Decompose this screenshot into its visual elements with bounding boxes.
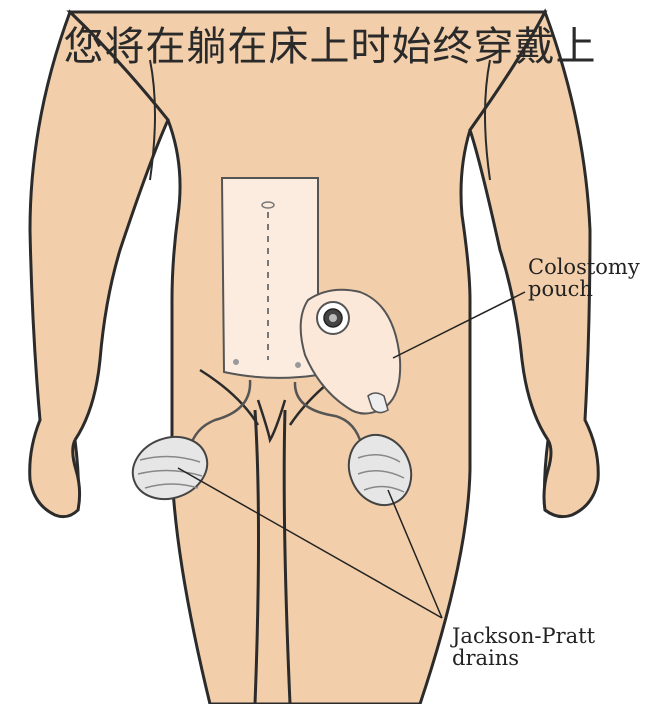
- colostomy-pouch-label: Colostomy pouch: [528, 256, 640, 300]
- page-title: 您将在躺在床上时始终穿戴上: [0, 14, 660, 72]
- colostomy-label-line1: Colostomy: [528, 256, 640, 278]
- jackson-pratt-drains-label: Jackson-Pratt drains: [452, 625, 595, 669]
- colostomy-label-line2: pouch: [528, 278, 640, 300]
- drains-label-line1: Jackson-Pratt: [452, 625, 595, 647]
- drains-label-line2: drains: [452, 647, 595, 669]
